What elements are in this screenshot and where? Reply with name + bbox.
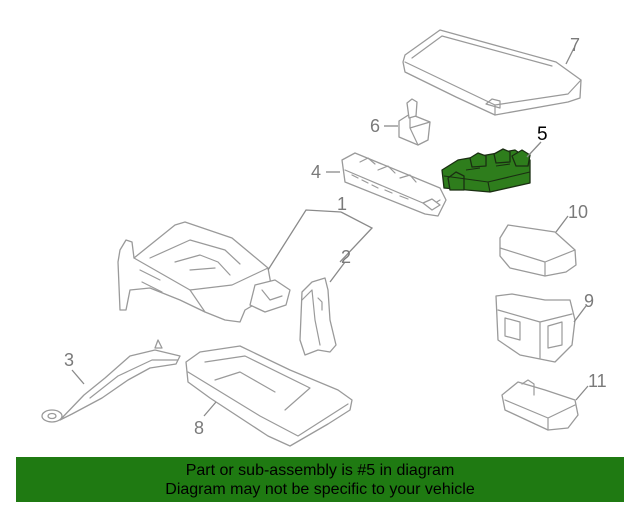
callout-3: 3 [64,350,74,370]
callout-11: 11 [588,371,607,391]
part-11-bracket[interactable] [501,379,579,431]
info-banner: Part or sub-assembly is #5 in diagram Di… [16,457,624,502]
banner-line-2: Diagram may not be specific to your vehi… [165,481,475,498]
leader-lines [71,47,589,417]
part-1-main-box[interactable] [117,221,291,323]
callout-9: 9 [584,291,594,311]
callout-8: 8 [194,418,204,438]
parts-diagram: 7 6 4 5 10 1 2 9 3 11 8 [41,29,607,447]
part-10-cover[interactable] [499,224,577,277]
banner-line-1: Part or sub-assembly is #5 in diagram [185,462,455,479]
part-6-connector[interactable] [398,98,431,146]
part-8-tray[interactable] [185,345,353,447]
part-2-bracket[interactable] [299,277,337,356]
callout-1: 1 [337,194,347,214]
callout-labels: 7 6 4 5 10 1 2 9 3 11 8 [64,35,607,438]
callout-2: 2 [341,247,351,267]
part-7-cover[interactable] [402,29,582,116]
callout-5: 5 [537,124,548,145]
callout-10: 10 [568,202,588,222]
part-4-relay-block[interactable] [341,152,447,217]
callout-6: 6 [370,116,380,136]
part-3-strap[interactable] [41,339,181,423]
part-9-holder[interactable] [495,293,576,363]
callout-7: 7 [570,35,580,55]
part-5-highlighted[interactable] [441,148,531,193]
callout-4: 4 [311,162,321,182]
